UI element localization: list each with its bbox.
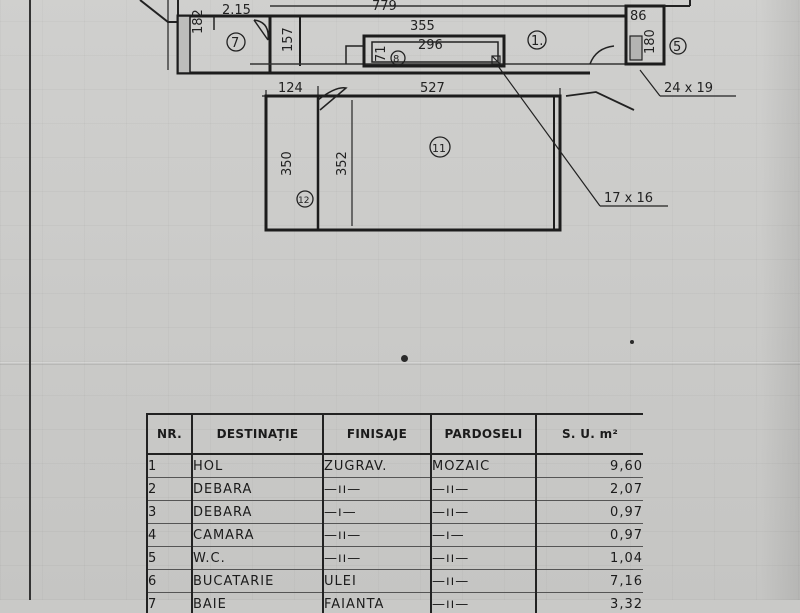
dim-296: 296 <box>418 38 443 53</box>
table-row: 4 CAMARA —ıı— —ı— 0,97 <box>147 524 643 547</box>
dim-527: 527 <box>420 81 445 96</box>
room-7-door-swing <box>254 20 268 40</box>
cell-nr: 4 <box>147 524 192 547</box>
leader-17x16 <box>498 66 600 206</box>
upper-left-wall <box>140 0 178 22</box>
header-destinatie: DESTINAȚIE <box>192 414 323 454</box>
cell-pardoseli: —ıı— <box>431 570 536 593</box>
cell-finisaje: —ıı— <box>323 478 431 501</box>
cell-nr: 6 <box>147 570 192 593</box>
ink-spot-small <box>630 340 634 344</box>
cell-destinatie: BUCATARIE <box>192 570 323 593</box>
cell-nr: 7 <box>147 593 192 613</box>
dim-779: 779 <box>372 0 397 14</box>
cell-nr: 5 <box>147 547 192 570</box>
table-row: 7 BAIE FAIANTA —ıı— 3,32 <box>147 593 643 613</box>
dim-71: 71 <box>374 45 389 62</box>
cell-destinatie: W.C. <box>192 547 323 570</box>
table-header-row: NR. DESTINAȚIE FINISAJE PARDOSELI S. U. … <box>147 414 643 454</box>
cell-pardoseli: —ıı— <box>431 547 536 570</box>
dim-124: 124 <box>278 81 303 96</box>
dim-24x19: 24 x 19 <box>664 81 713 96</box>
cell-destinatie: DEBARA <box>192 478 323 501</box>
room-11-label: 11 <box>432 142 446 155</box>
cell-pardoseli: —ıı— <box>431 478 536 501</box>
cell-finisaje: —ı— <box>323 501 431 524</box>
dim-180: 180 <box>643 29 658 54</box>
room-5-label: 5 <box>673 40 681 55</box>
cell-su: 7,16 <box>536 570 643 593</box>
cell-nr: 3 <box>147 501 192 524</box>
cell-finisaje: ZUGRAV. <box>323 454 431 478</box>
cell-finisaje: —ıı— <box>323 547 431 570</box>
room-legend-table-wrap: NR. DESTINAȚIE FINISAJE PARDOSELI S. U. … <box>146 413 643 613</box>
cell-su: 1,04 <box>536 547 643 570</box>
ink-spot <box>401 355 408 362</box>
room-8-label: 8 <box>393 54 399 65</box>
room-12-label: 12 <box>298 196 309 206</box>
cell-destinatie: DEBARA <box>192 501 323 524</box>
table-row: 1 HOL ZUGRAV. MOZAIC 9,60 <box>147 454 643 478</box>
room-1-label: 1. <box>531 34 543 49</box>
cell-su: 0,97 <box>536 501 643 524</box>
cell-su: 3,32 <box>536 593 643 613</box>
table-row: 6 BUCATARIE ULEI —ıı— 7,16 <box>147 570 643 593</box>
header-pardoseli: PARDOSELI <box>431 414 536 454</box>
leader-24x19 <box>640 70 660 96</box>
room-11-outline <box>266 96 560 230</box>
cell-nr: 2 <box>147 478 192 501</box>
header-nr: NR. <box>147 414 192 454</box>
cell-su: 0,97 <box>536 524 643 547</box>
header-finisaje: FINISAJE <box>323 414 431 454</box>
door-right-swing <box>566 92 634 110</box>
cell-pardoseli: MOZAIC <box>431 454 536 478</box>
dim-182: 182 <box>191 9 206 34</box>
dim-2-15: 2.15 <box>222 3 251 18</box>
table-row: 5 W.C. —ıı— —ıı— 1,04 <box>147 547 643 570</box>
cell-destinatie: HOL <box>192 454 323 478</box>
cell-pardoseli: —ıı— <box>431 593 536 613</box>
room-5-inner <box>630 36 642 60</box>
cell-pardoseli: —ı— <box>431 524 536 547</box>
cell-finisaje: ULEI <box>323 570 431 593</box>
table-row: 2 DEBARA —ıı— —ıı— 2,07 <box>147 478 643 501</box>
room-7-wall-strip <box>178 16 190 73</box>
cabinet-corner-diag <box>492 56 500 64</box>
cell-finisaje: —ıı— <box>323 524 431 547</box>
cell-nr: 1 <box>147 454 192 478</box>
cell-destinatie: BAIE <box>192 593 323 613</box>
cell-su: 9,60 <box>536 454 643 478</box>
cell-destinatie: CAMARA <box>192 524 323 547</box>
room-7-label: 7 <box>231 36 239 51</box>
cabinet-step <box>346 46 364 64</box>
dim-355: 355 <box>410 19 435 34</box>
dim-350: 350 <box>280 151 295 176</box>
cell-finisaje: FAIANTA <box>323 593 431 613</box>
dim-86: 86 <box>630 9 647 24</box>
dim-352: 352 <box>335 151 350 176</box>
header-su: S. U. m² <box>536 414 643 454</box>
room-11-door-swing <box>318 88 346 110</box>
cell-su: 2,07 <box>536 478 643 501</box>
dim-17x16: 17 x 16 <box>604 191 653 206</box>
dim-157: 157 <box>281 27 296 52</box>
door-arc-right <box>590 46 614 64</box>
table-row: 3 DEBARA —ı— —ıı— 0,97 <box>147 501 643 524</box>
cell-pardoseli: —ıı— <box>431 501 536 524</box>
room-legend-table: NR. DESTINAȚIE FINISAJE PARDOSELI S. U. … <box>146 413 643 613</box>
